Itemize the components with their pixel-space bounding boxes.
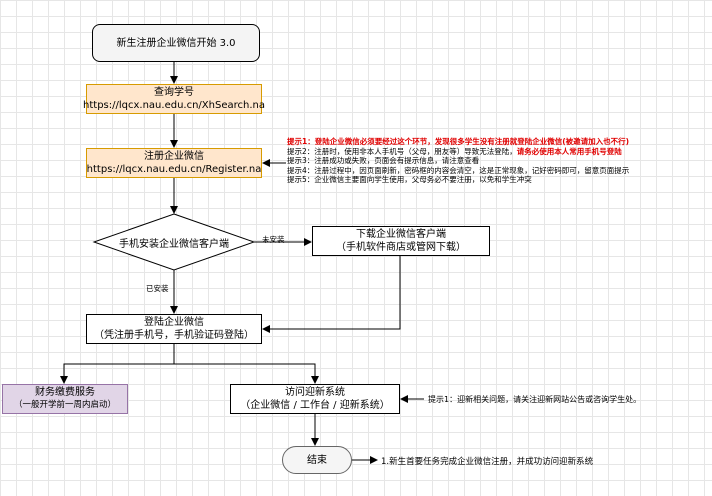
start-label: 新生注册企业微信开始 3.0 (116, 37, 236, 49)
download-sub: （手机软件商店或管网下载） (336, 242, 466, 253)
start-node: 新生注册企业微信开始 3.0 (92, 24, 260, 62)
visit-title: 访问迎新系统 (285, 387, 345, 398)
query-student-id-node: 查询学号 https://lqcx.nau.edu.cn/XhSearch.na (83, 84, 265, 114)
register-url: https://lqcx.nau.edu.cn/Register.na (86, 164, 262, 175)
tip-2-red: 请务必使用本人常用手机号登陆 (516, 146, 622, 156)
login-sub: （凭注册手机号，手机验证码登陆） (94, 330, 254, 341)
edge-login-visit (174, 363, 319, 384)
visit-sub: （企业微信 / 工作台 / 迎新系统） (240, 400, 390, 411)
register-title: 注册企业微信 (144, 151, 204, 162)
visit-welcome-system-node: 访问迎新系统 （企业微信 / 工作台 / 迎新系统） (230, 384, 400, 414)
end-label: 结束 (307, 454, 327, 466)
edge-login-finance (60, 344, 175, 384)
visit-tip-note: 提示1：迎新相关问题，请关注迎新网站公告或咨询学生处。 (428, 395, 642, 404)
finance-service-node: 财务缴费服务 （一般开学前一周内启动） (2, 384, 128, 414)
edge-download-login (262, 256, 401, 333)
download-client-node: 下载企业微信客户端 （手机软件商店或管网下载） (312, 226, 490, 256)
login-wecom-node: 登陆企业微信 （凭注册手机号，手机验证码登陆） (86, 314, 262, 344)
register-wecom-node: 注册企业微信 https://lqcx.nau.edu.cn/Register.… (86, 148, 262, 178)
decision-label: 手机安装企业微信客户端 (119, 239, 229, 250)
login-title: 登陆企业微信 (144, 317, 204, 328)
tip-5: 提示5：企业微信主要面向学生使用，父母务必不要注册，以免和学生冲突 (287, 175, 532, 184)
download-title: 下载企业微信客户端 (356, 229, 446, 240)
register-tips: 提示1：登陆企业微信必须要经过这个环节，发现很多学生没有注册就登陆企业微信(被邀… (287, 137, 629, 185)
query-url: https://lqcx.nau.edu.cn/XhSearch.na (83, 100, 265, 111)
edge-label-not-installed: 未安装 (262, 235, 285, 244)
edge-label-installed: 已安装 (146, 284, 169, 293)
tip-2-text: 注册时，使用非本人手机号（父母，朋友等）导致无法登陆， (314, 146, 517, 156)
tip-2-prefix: 提示2： (287, 146, 315, 156)
tip-2: 提示2：注册时，使用非本人手机号（父母，朋友等）导致无法登陆，请务必使用本人常用… (287, 147, 629, 157)
tip-1-text: 登陆企业微信必须要经过这个环节，发现很多学生没有注册就登陆企业微信(被邀请加入也… (314, 137, 630, 146)
query-title: 查询学号 (154, 87, 194, 98)
tip-4: 提示4：注册过程中，因页面刷新，密码框的内容会清空，这是正常现象，记好密码即可，… (287, 165, 630, 175)
end-node: 结束 (282, 446, 352, 474)
tip-1: 提示1：登陆企业微信必须要经过这个环节，发现很多学生没有注册就登陆企业微信(被邀… (287, 137, 629, 147)
tip-1-prefix: 提示1： (287, 137, 315, 146)
finance-title: 财务缴费服务 (35, 387, 95, 398)
end-tip-note: 1.新生首要任务完成企业微信注册，并成功访问迎新系统 (381, 457, 594, 467)
tip-3: 提示3：注册成功或失败，页面会有提示信息，请注意查看 (287, 156, 480, 165)
finance-sub: （一般开学前一周内启动） (13, 400, 116, 410)
